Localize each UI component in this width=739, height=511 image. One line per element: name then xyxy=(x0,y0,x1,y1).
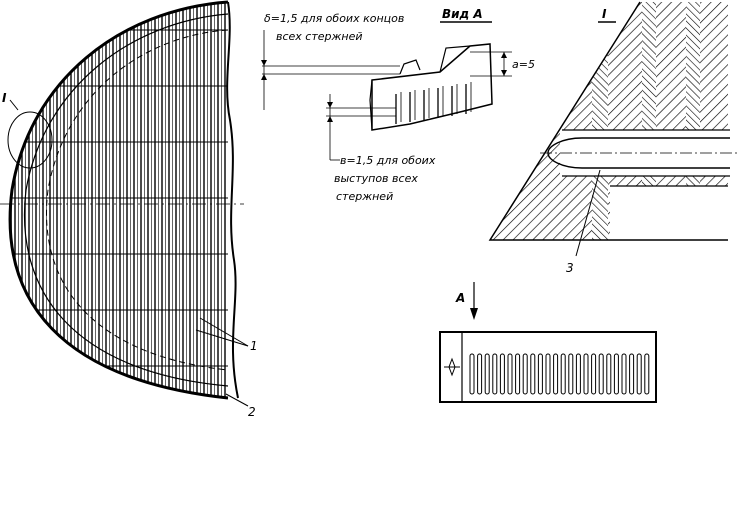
part-number-1: 1 xyxy=(250,339,258,353)
detail-circle-marker xyxy=(7,111,53,169)
part-number-2: 2 xyxy=(248,405,256,419)
view-a-isometric xyxy=(261,21,512,161)
top-note-line1: δ=1,5 для обоих концов xyxy=(264,12,404,25)
bottom-note-line1: в=1,5 для обоих xyxy=(340,154,436,167)
comb-elevation-view xyxy=(439,282,657,403)
view-arrow-label: А xyxy=(455,291,465,305)
comb-slots xyxy=(469,353,650,395)
grate-plan-view xyxy=(0,0,249,407)
dimension-a: a=5 xyxy=(512,58,535,71)
detail-label-left: I xyxy=(2,91,7,105)
view-a-slots xyxy=(395,82,472,124)
bottom-note-line3: стержней xyxy=(336,190,393,203)
bottom-note-line2: выступов всех xyxy=(334,172,418,185)
detail-label-right: I xyxy=(602,7,607,21)
part-number-3: 3 xyxy=(566,261,574,275)
grate-bars xyxy=(10,2,229,398)
detail-i-section xyxy=(488,1,738,257)
top-note-line2: всех стержней xyxy=(276,30,363,43)
view-a-title: Вид А xyxy=(442,7,483,21)
